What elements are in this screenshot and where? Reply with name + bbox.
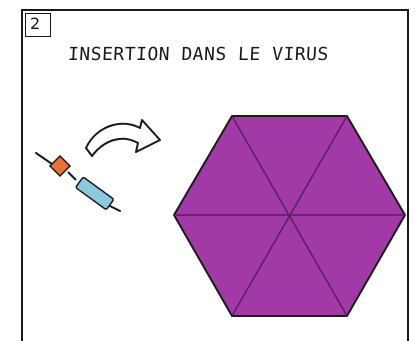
virus-capsid [173,115,406,317]
panel-number: 2 [30,14,41,33]
panel-number-box [25,13,51,37]
virus-facet-line-2 [231,115,348,317]
syringe-icon [35,152,121,212]
panel-frame [21,9,409,341]
gene-orange-diamond [48,154,72,178]
gene-blue-barrel [75,177,114,210]
curved-arrow-icon [85,119,161,157]
